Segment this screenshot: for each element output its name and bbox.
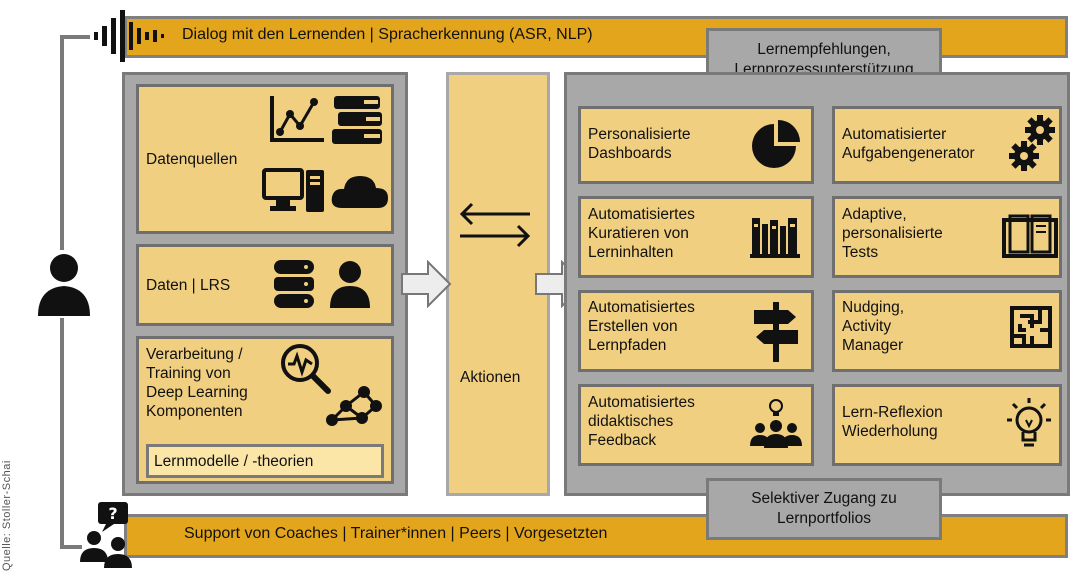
tile-dashboards: [578, 106, 814, 184]
lightbulb-icon: [1004, 396, 1054, 454]
tile-nudging-label: Nudging, Activity Manager: [842, 299, 905, 354]
svg-text:?: ?: [108, 504, 117, 523]
pie-chart-icon: [750, 118, 802, 170]
tile-reflexion-label: Lern-Reflexion Wiederholung: [842, 404, 943, 440]
sound-wave-icon: [84, 8, 166, 64]
lernmodelle-box: [146, 444, 384, 478]
analysis-magnifier-icon: [278, 342, 332, 394]
cloud-icon: [330, 170, 390, 210]
tile-lernpfade-label: Automatisiertes Erstellen von Lernpfaden: [588, 299, 695, 354]
neural-network-icon: [322, 380, 384, 434]
aktionen-label: Aktionen: [460, 369, 521, 386]
signpost-icon: [752, 300, 800, 362]
database-icon: [272, 258, 316, 310]
tile-feedback-label: Automatisiertes didaktisches Feedback: [588, 394, 695, 449]
tile-reflexion: [832, 384, 1062, 466]
tile-aufgabengenerator-label: Automatisierter Aufgabengenerator: [842, 126, 975, 162]
group-idea-icon: [748, 396, 804, 452]
connector-bottom-horizontal: [60, 545, 82, 549]
coaching-people-icon: ?: [80, 500, 134, 568]
learner-user-icon: [36, 250, 92, 316]
lernportfolios-box-overlay: Selektiver Zugang zu Lernportfolios: [706, 478, 942, 540]
support-bar-label: Support von Coaches | Trainer*innen | Pe…: [184, 525, 608, 542]
lernmodelle-label: Lernmodelle / -theorien: [154, 453, 314, 470]
daten-lrs-label: Daten | LRS: [146, 277, 231, 294]
computer-icon: [262, 168, 326, 214]
line-chart-icon: [268, 94, 326, 144]
exchange-arrows-icon: [456, 200, 534, 250]
verarbeitung-label: Verarbeitung / Training von Deep Learnin…: [146, 346, 248, 420]
dialog-bar-label: Dialog mit den Lernenden | Spracherkennu…: [182, 26, 593, 43]
maze-icon: [1010, 306, 1052, 348]
books-stack-icon: [330, 94, 386, 146]
connector-top-horizontal: [60, 35, 90, 39]
tile-tests-label: Adaptive, personalisierte Tests: [842, 206, 943, 261]
arrow-right-icon: [400, 260, 452, 308]
person-icon: [328, 260, 372, 308]
daten-lrs-tile: [136, 244, 394, 326]
gears-icon: [1008, 114, 1056, 172]
tile-kuratieren-label: Automatisiertes Kuratieren von Lerninhal…: [588, 206, 695, 261]
source-note: Quelle: Stoller-Schai: [1, 460, 13, 571]
open-book-icon: [1002, 212, 1058, 258]
tile-tests: [832, 196, 1062, 278]
datenquellen-label: Datenquellen: [146, 151, 238, 168]
tile-dashboards-label: Personalisierte Dashboards: [588, 126, 691, 162]
connector-vertical-top: [60, 35, 64, 250]
connector-vertical-bottom: [60, 318, 64, 548]
books-shelf-icon: [750, 214, 800, 258]
